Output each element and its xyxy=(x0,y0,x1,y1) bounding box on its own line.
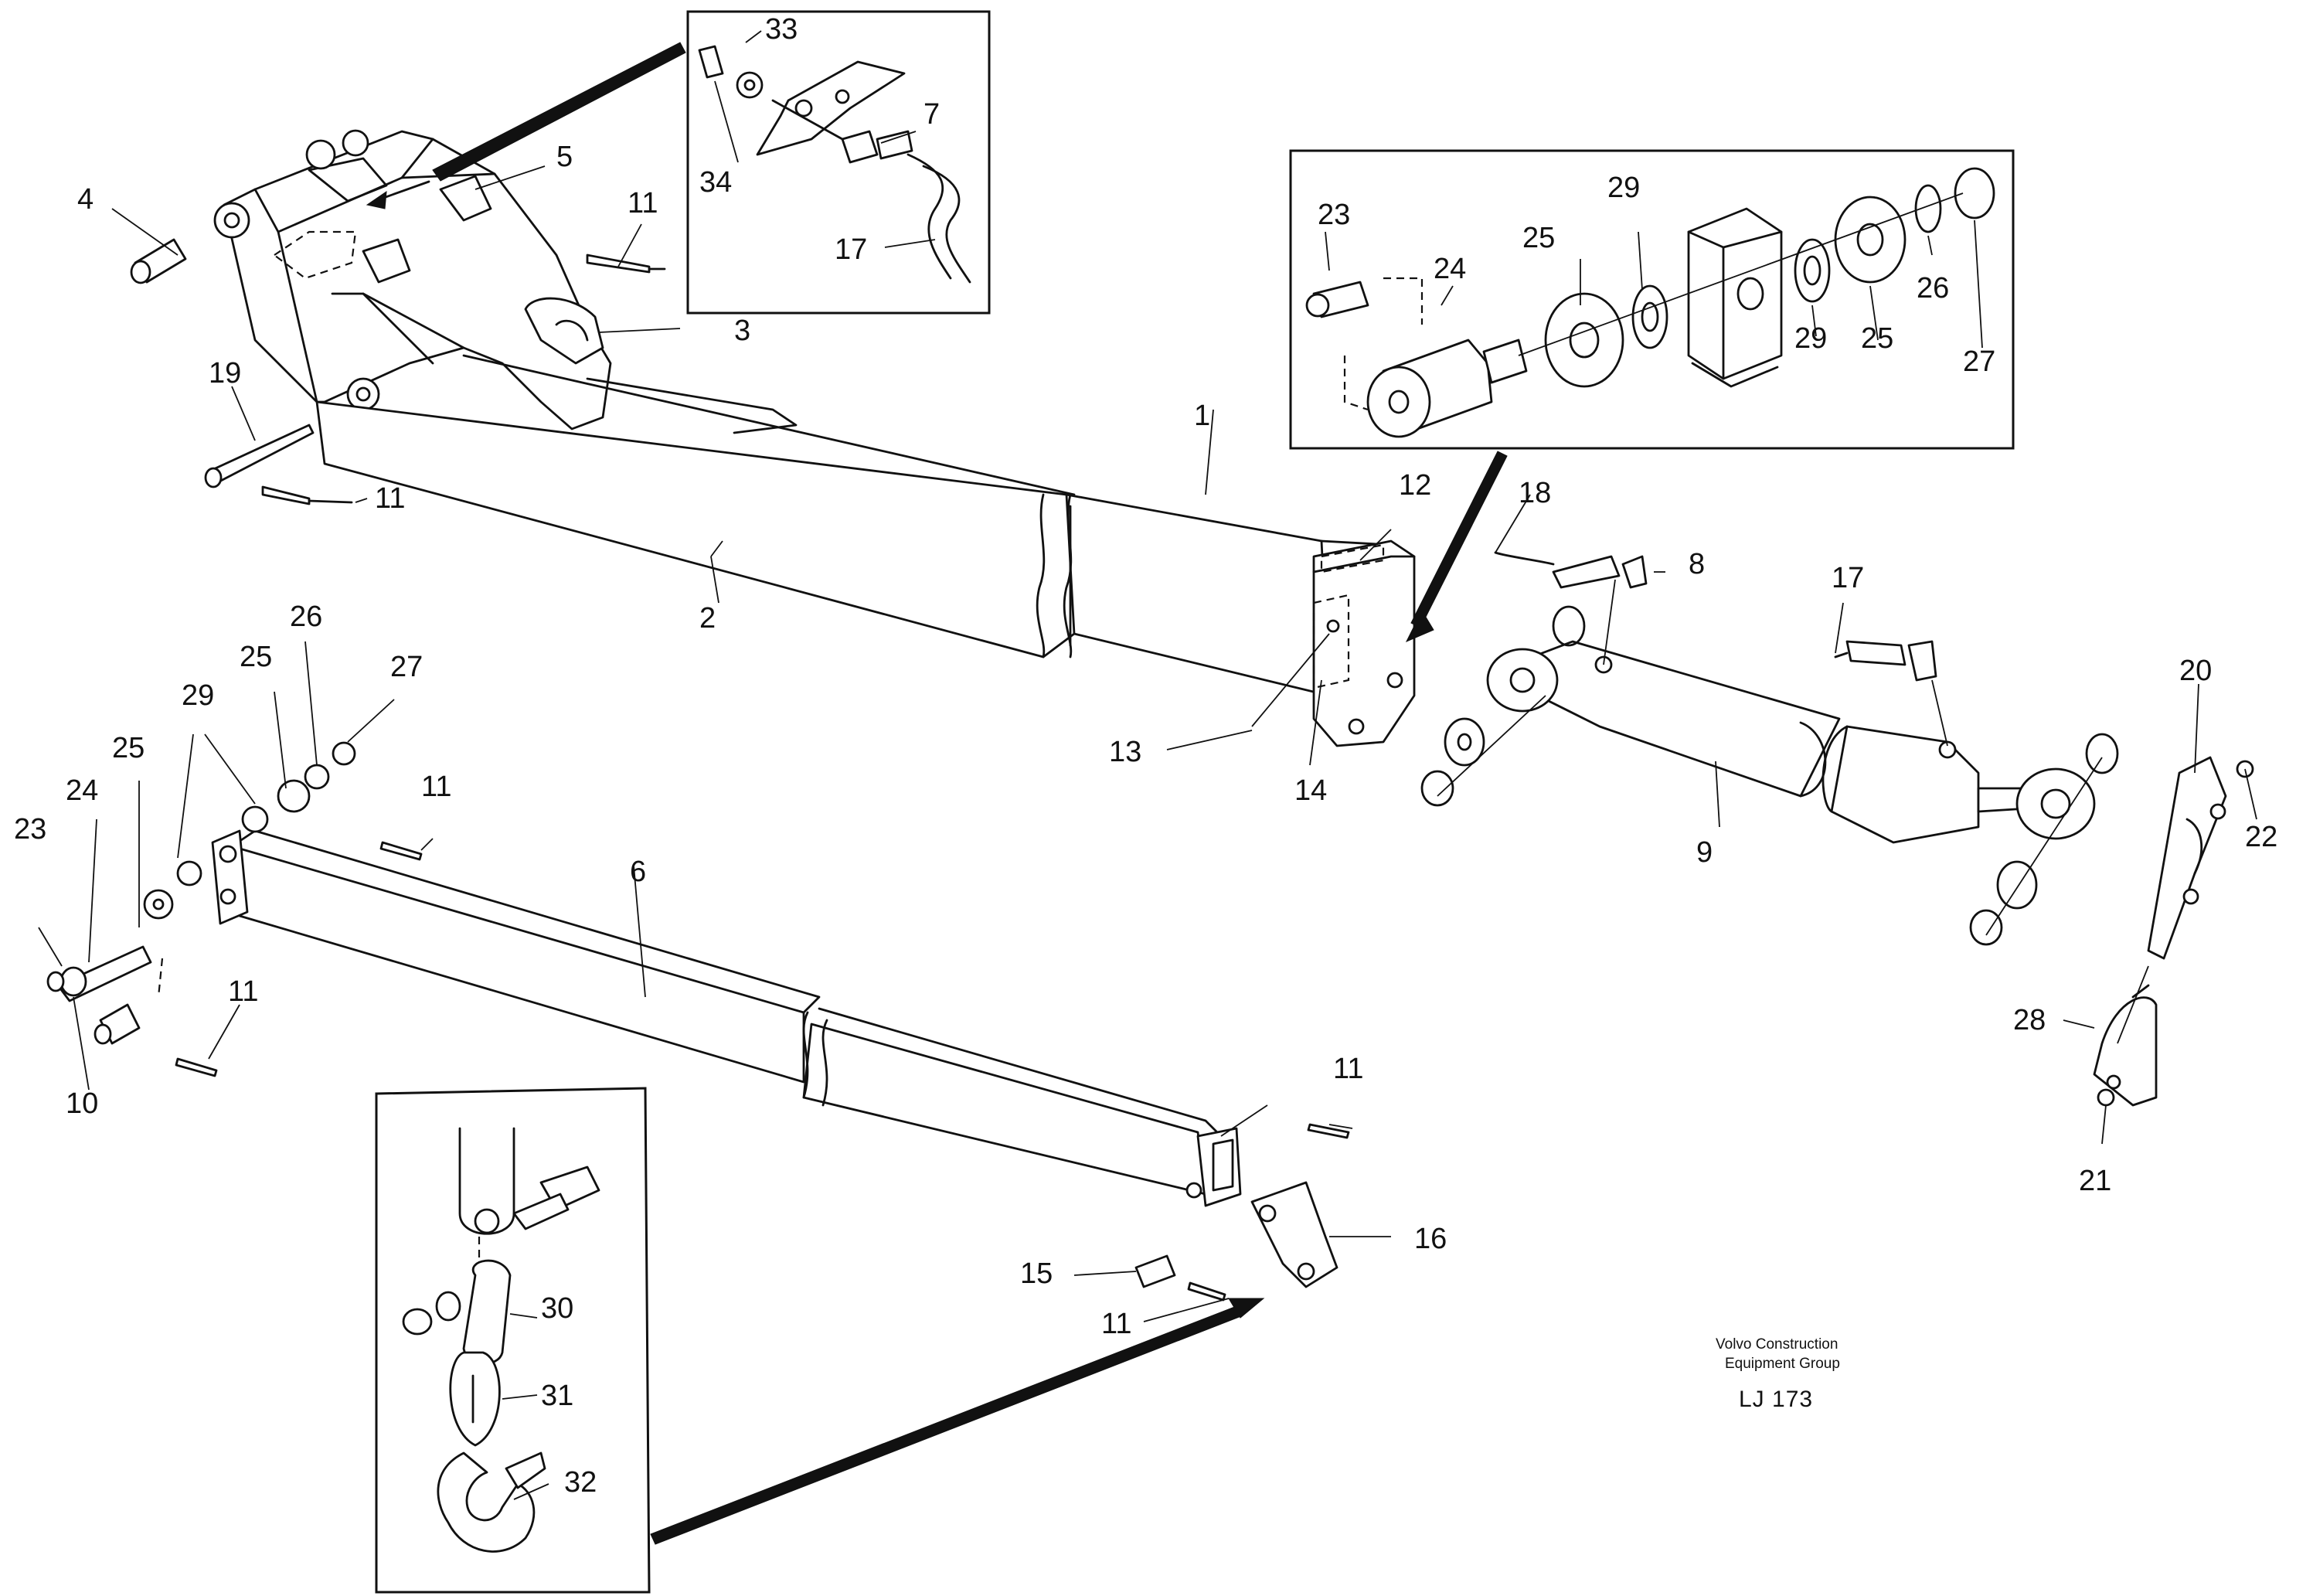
hose-clamp xyxy=(2063,683,2257,1145)
label-19: 19 xyxy=(209,357,241,390)
publisher-block: Volvo Construction Equipment Group LJ 17… xyxy=(1716,1336,1840,1412)
label-25a: 25 xyxy=(1522,222,1555,254)
label-24a: 24 xyxy=(1434,253,1466,285)
label-29c: 29 xyxy=(182,679,214,712)
label-15: 15 xyxy=(1020,1257,1053,1290)
label-33: 33 xyxy=(765,13,798,46)
drawing-code: LJ 173 xyxy=(1739,1387,1813,1412)
label-11b: 11 xyxy=(375,482,405,515)
label-9: 9 xyxy=(1696,836,1713,869)
label-16: 16 xyxy=(1414,1223,1447,1255)
label-3: 3 xyxy=(734,315,750,347)
label-5: 5 xyxy=(556,141,573,173)
inset-hose-fitting xyxy=(432,10,991,315)
inset-pin-bearing xyxy=(1289,149,2015,642)
label-26a: 26 xyxy=(1917,272,1949,305)
label-11c: 11 xyxy=(421,771,451,803)
label-29b: 29 xyxy=(1794,322,1827,355)
label-1: 1 xyxy=(1194,400,1210,432)
label-14: 14 xyxy=(1294,774,1327,807)
label-32: 32 xyxy=(564,1466,597,1499)
label-17b: 17 xyxy=(1832,562,1864,594)
label-8: 8 xyxy=(1689,548,1705,580)
inset-hook-chain xyxy=(375,1087,651,1594)
label-10: 10 xyxy=(66,1087,98,1120)
label-18: 18 xyxy=(1519,477,1551,509)
label-13: 13 xyxy=(1109,736,1141,768)
label-22: 22 xyxy=(2245,821,2277,853)
lower-boom-assembly xyxy=(38,641,1391,1545)
label-23a: 23 xyxy=(1318,199,1350,231)
label-17a: 17 xyxy=(835,233,867,266)
label-20: 20 xyxy=(2179,655,2212,687)
brand-line-2: Equipment Group xyxy=(1725,1356,1840,1372)
label-23b: 23 xyxy=(14,813,46,846)
hydraulic-cylinder xyxy=(1420,494,2119,946)
label-27a: 27 xyxy=(1963,345,1995,378)
label-31: 31 xyxy=(541,1380,573,1412)
label-27b: 27 xyxy=(390,651,423,683)
label-11d: 11 xyxy=(228,975,258,1008)
label-7: 7 xyxy=(923,98,940,131)
brand-line-1: Volvo Construction xyxy=(1716,1336,1838,1353)
label-25b: 25 xyxy=(1861,322,1893,355)
upper-boom-assembly xyxy=(111,129,1416,766)
label-4: 4 xyxy=(77,183,94,216)
label-29a: 29 xyxy=(1607,172,1640,204)
label-28: 28 xyxy=(2013,1004,2046,1036)
label-6: 6 xyxy=(630,856,646,888)
label-30: 30 xyxy=(541,1292,573,1325)
label-25d: 25 xyxy=(112,732,145,764)
label-26b: 26 xyxy=(290,601,322,633)
label-34: 34 xyxy=(699,166,732,199)
label-24b: 24 xyxy=(66,774,98,807)
label-25c: 25 xyxy=(240,641,272,673)
callout-labels: 1 2 3 4 5 11 19 11 33 34 7 17 23 24 25 2… xyxy=(14,13,2277,1499)
label-12: 12 xyxy=(1399,469,1431,502)
label-2: 2 xyxy=(699,602,716,635)
label-11a: 11 xyxy=(628,187,658,219)
label-21: 21 xyxy=(2079,1165,2111,1197)
label-11e: 11 xyxy=(1333,1053,1363,1085)
label-11f: 11 xyxy=(1101,1308,1131,1340)
